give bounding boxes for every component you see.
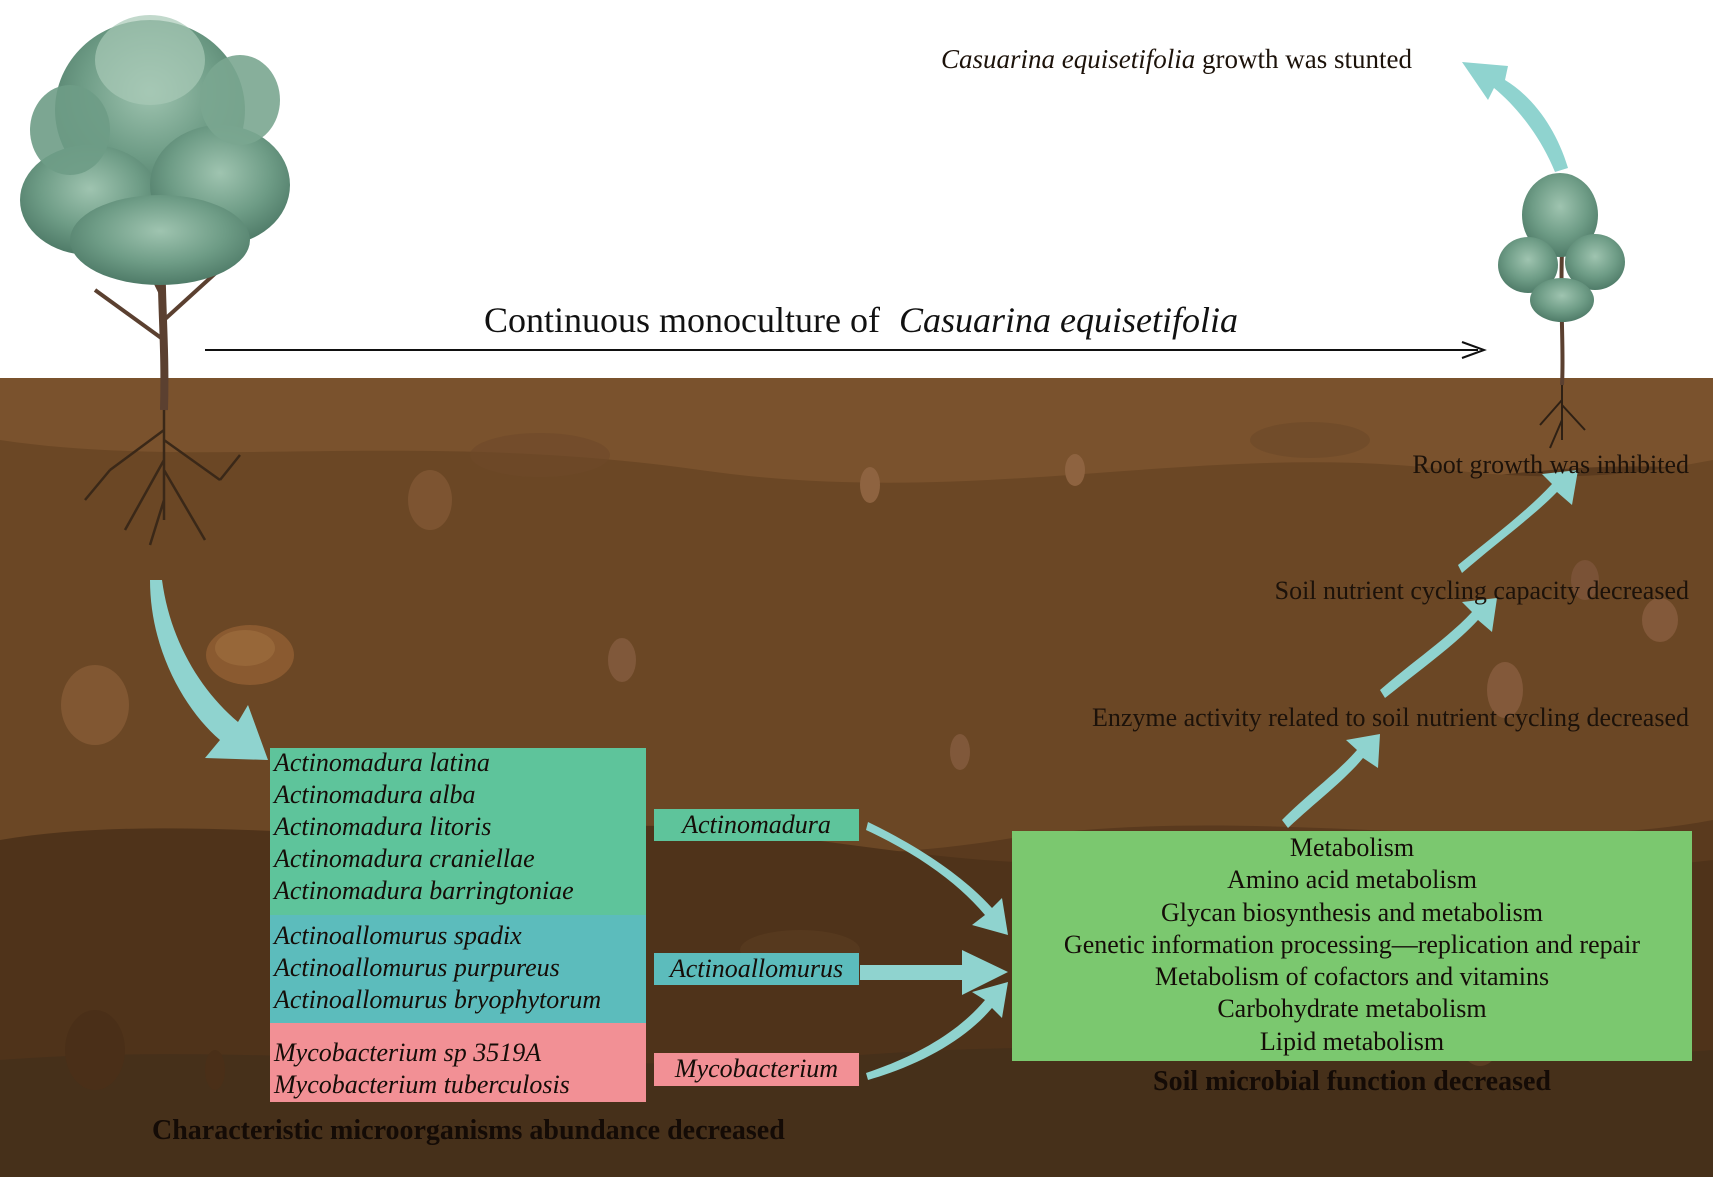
timeline-prefix: Continuous monoculture of [484,300,880,340]
function-item: Genetic information processing—replicati… [1063,929,1641,959]
function-item: Metabolism of cofactors and vitamins [1154,962,1550,992]
function-item: Amino acid metabolism [1227,865,1477,895]
species-label: Actinoallomurus purpureus [274,953,560,982]
timeline-title: Continuous monoculture of Casuarina equi… [484,299,1238,341]
genus-tag-mycobacterium: Mycobacterium [654,1053,859,1086]
microbes-caption: Characteristic microorganisms abundance … [152,1115,785,1146]
small-tree-icon [1498,173,1625,449]
species-label: Mycobacterium sp 3519A [274,1038,542,1067]
function-item: Metabolism [1289,833,1415,862]
enzyme-activity-label: Enzyme activity related to soil nutrient… [1091,703,1689,732]
species-label: Actinomadura barringtoniae [274,876,574,905]
timeline-arrow-icon [205,341,1487,359]
plant-growth-caption: Casuarina equisetifolia growth was stunt… [941,44,1412,75]
species-label: Actinomadura craniellae [274,844,535,873]
actinoallomurus-species-box: Actinoallomurus spadix Actinoallomurus p… [270,915,646,1023]
species-label: Mycobacterium tuberculosis [274,1070,570,1099]
mycobacterium-species-box: Mycobacterium sp 3519A Mycobacterium tub… [270,1023,646,1102]
species-label: Actinomadura alba [274,780,476,809]
function-item: Glycan biosynthesis and metabolism [1160,897,1543,927]
species-label: Actinoallomurus spadix [274,921,522,950]
root-growth-label: Root growth was inhibited [1412,450,1689,479]
function-item: Carbohydrate metabolism [1217,994,1487,1024]
genus-tag-actinomadura: Actinomadura [654,809,859,841]
species-label: Actinomadura litoris [274,812,492,841]
caption-species: Casuarina equisetifolia [941,44,1196,74]
species-label: Actinomadura latina [274,748,490,777]
timeline-species: Casuarina equisetifolia [898,300,1238,340]
caption-text: growth was stunted [1202,44,1412,74]
curved-arrow-icon [150,62,1578,1080]
genus-tag-actinoallomurus: Actinoallomurus [654,953,859,985]
actinomadura-species-box: Actinomadura latina Actinomadura alba Ac… [270,748,646,915]
function-caption: Soil microbial function decreased [1153,1066,1551,1097]
species-label: Actinoallomurus bryophytorum [274,985,602,1014]
microbial-function-box: Metabolism Amino acid metabolism Glycan … [1012,831,1692,1061]
large-tree-icon [20,15,290,546]
function-item: Lipid metabolism [1259,1026,1445,1056]
nutrient-cycling-label: Soil nutrient cycling capacity decreased [1274,576,1689,605]
